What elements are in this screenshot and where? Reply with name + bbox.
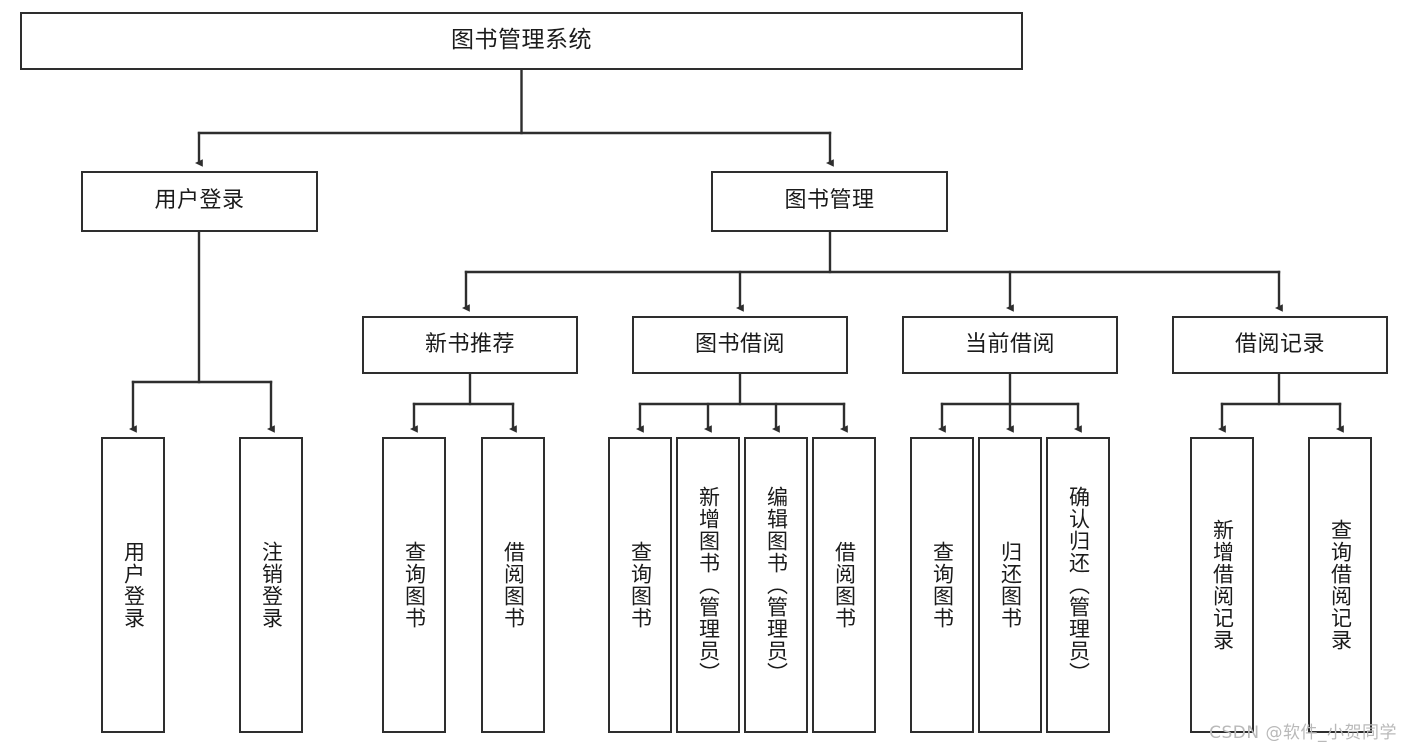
node-label: 借阅记录 [1234, 331, 1325, 357]
node-leaf-add-record[interactable]: 新增借阅记录 [1190, 437, 1254, 733]
node-leaf-edit-book[interactable]: 编辑图书（管理员） [744, 437, 808, 733]
node-label: 新增图书（管理员） [696, 486, 721, 684]
node-book-borrow[interactable]: 图书借阅 [632, 316, 848, 374]
node-leaf-query-book-2[interactable]: 查询图书 [608, 437, 672, 733]
node-label: 归还图书 [998, 541, 1023, 629]
node-new-book-recommend[interactable]: 新书推荐 [362, 316, 578, 374]
node-leaf-borrow-book-1[interactable]: 借阅图书 [481, 437, 545, 733]
node-leaf-confirm-return[interactable]: 确认归还（管理员） [1046, 437, 1110, 733]
node-label: 新增借阅记录 [1210, 519, 1235, 651]
node-leaf-query-book-3[interactable]: 查询图书 [910, 437, 974, 733]
node-book-manage[interactable]: 图书管理 [711, 171, 948, 232]
node-leaf-user-login[interactable]: 用户登录 [101, 437, 165, 733]
csdn-watermark: CSDN @软件_小贺同学 [1209, 723, 1397, 743]
node-label: 编辑图书（管理员） [764, 486, 789, 684]
node-leaf-borrow-book-2[interactable]: 借阅图书 [812, 437, 876, 733]
node-label: 借阅图书 [832, 541, 857, 629]
node-user-login[interactable]: 用户登录 [81, 171, 318, 232]
node-label: 查询借阅记录 [1328, 519, 1353, 651]
node-label: 查询图书 [402, 541, 427, 629]
node-label: 查询图书 [628, 541, 653, 629]
node-label: 查询图书 [930, 541, 955, 629]
node-leaf-add-book[interactable]: 新增图书（管理员） [676, 437, 740, 733]
node-label: 用户登录 [154, 188, 245, 214]
node-label: 借阅图书 [501, 541, 526, 629]
node-borrow-record[interactable]: 借阅记录 [1172, 316, 1388, 374]
node-label: 图书管理系统 [451, 27, 592, 54]
node-leaf-logout-login[interactable]: 注销登录 [239, 437, 303, 733]
node-label: 注销登录 [259, 541, 284, 629]
node-leaf-return-book[interactable]: 归还图书 [978, 437, 1042, 733]
node-leaf-query-record[interactable]: 查询借阅记录 [1308, 437, 1372, 733]
node-label: 当前借阅 [964, 331, 1055, 357]
node-current-borrow[interactable]: 当前借阅 [902, 316, 1118, 374]
node-label: 确认归还（管理员） [1066, 486, 1091, 684]
node-root-system[interactable]: 图书管理系统 [20, 12, 1023, 70]
node-label: 用户登录 [121, 541, 146, 629]
node-leaf-query-book-1[interactable]: 查询图书 [382, 437, 446, 733]
node-label: 图书借阅 [694, 331, 785, 357]
node-label: 图书管理 [784, 188, 875, 214]
node-label: 新书推荐 [424, 331, 515, 357]
